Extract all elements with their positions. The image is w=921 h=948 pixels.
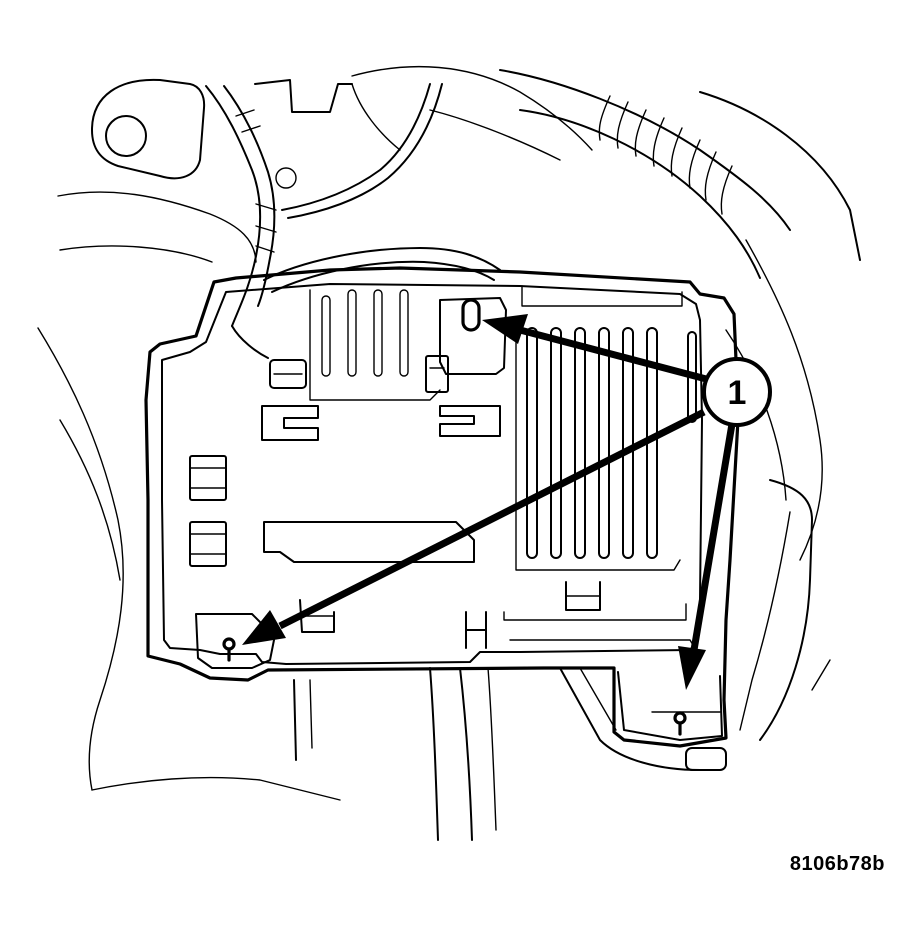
- arrow-to-lower-right-hole: [690, 423, 736, 651]
- callout-number: 1: [728, 374, 747, 412]
- lower-right-mounting-hole: [617, 671, 727, 771]
- arrow-to-upper-slot: [519, 326, 711, 384]
- figure-code: 8106b78b: [789, 853, 885, 875]
- callout-bubble: 1: [702, 357, 772, 427]
- vehicle-body-structure: [37, 65, 861, 841]
- h-brackets: [189, 405, 601, 649]
- connector: [269, 359, 307, 389]
- upper-mounting-slot: [425, 297, 507, 393]
- arrow-head-upper-slot: [482, 314, 528, 344]
- arrow-head-lower-left-hole: [242, 610, 286, 645]
- arrow-head-lower-right-hole: [678, 646, 706, 690]
- heat-sink-fins: [515, 317, 697, 571]
- upper-slots: [309, 289, 441, 401]
- rear-connector: [685, 747, 727, 771]
- wiring-harness: [205, 83, 501, 389]
- hose-ribs: [598, 95, 733, 215]
- arrow-to-lower-left-hole: [278, 408, 706, 630]
- callout-arrows: [242, 314, 736, 690]
- module-housing: [144, 266, 740, 771]
